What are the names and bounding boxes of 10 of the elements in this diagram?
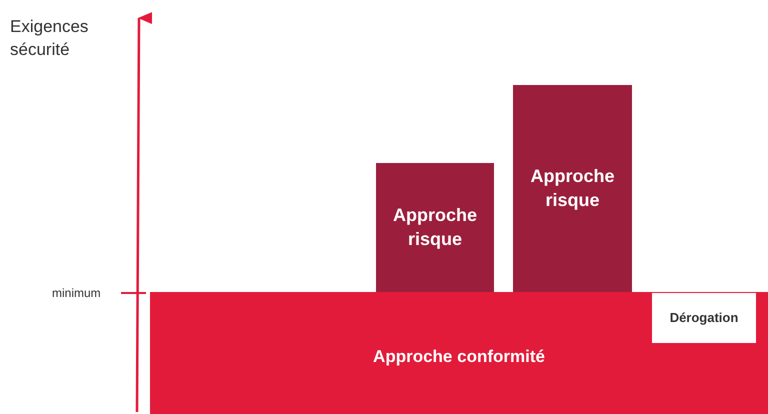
risk-block xyxy=(376,163,494,292)
block-label: Dérogation xyxy=(668,310,740,326)
exception-box xyxy=(652,293,756,343)
block-label: Approche conformité xyxy=(372,346,546,368)
block-label: Approche risque xyxy=(392,204,478,251)
base-block xyxy=(150,292,768,414)
axis-label: Exigences sécurité xyxy=(10,16,90,61)
block-label: Approche risque xyxy=(529,165,616,212)
risk-block xyxy=(513,85,632,292)
threshold-label: minimum xyxy=(52,286,102,300)
